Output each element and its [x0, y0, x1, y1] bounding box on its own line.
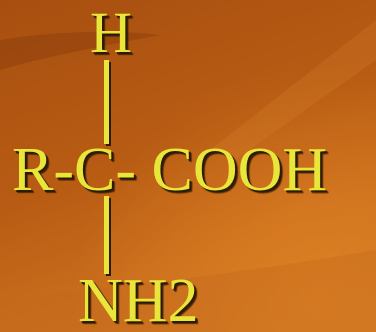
hydrogen-atom-label: H — [90, 0, 132, 65]
main-chain-label: R-C- COOH — [12, 136, 328, 204]
bond-line-top — [104, 60, 109, 144]
bond-line-bottom — [104, 196, 109, 274]
amino-group-label: NH2 — [78, 267, 199, 332]
